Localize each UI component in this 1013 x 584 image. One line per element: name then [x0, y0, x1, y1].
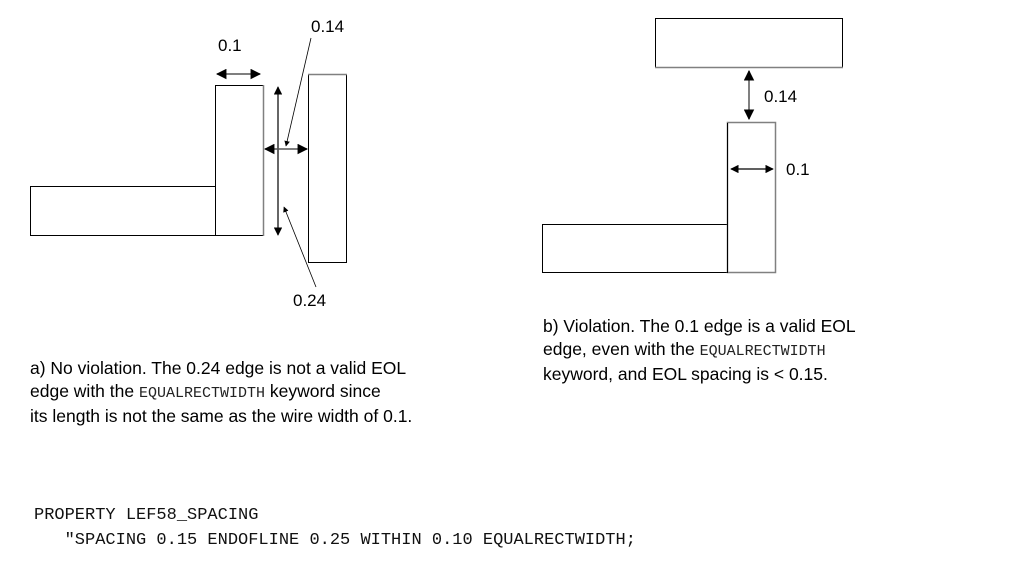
label-wire-width-a: 0.1	[218, 36, 242, 55]
vertical-wire-b	[726, 121, 777, 274]
caption-a-line-1: a) No violation. The 0.24 edge is not a …	[30, 358, 407, 378]
code-line-2: "SPACING 0.15 ENDOFLINE 0.25 WITHIN 0.10…	[34, 531, 636, 550]
keyword-equalrectwidth-b: EQUALRECTWIDTH	[699, 343, 826, 360]
label-eol-spacing-a: 0.14	[311, 17, 344, 36]
vertical-wire-a	[215, 85, 264, 236]
lef-property-code: PROPERTY LEF58_SPACING "SPACING 0.15 END…	[34, 503, 636, 553]
diagram-b: 0.14 0.1	[542, 18, 843, 274]
caption-a-line-3: its length is not the same as the wire w…	[30, 406, 413, 426]
horizontal-wire-a	[30, 186, 216, 236]
code-line-1: PROPERTY LEF58_SPACING	[34, 506, 259, 525]
caption-b-line-2-pre: edge, even with the	[543, 339, 700, 359]
label-wire-width-b: 0.1	[786, 160, 810, 179]
caption-a-line-2-pre: edge with the	[30, 381, 139, 401]
neighbor-wire-a	[308, 74, 347, 263]
caption-b: b) Violation. The 0.1 edge is a valid EO…	[543, 315, 856, 386]
keyword-equalrectwidth-a: EQUALRECTWIDTH	[138, 385, 265, 402]
caption-b-line-3: keyword, and EOL spacing is < 0.15.	[543, 364, 828, 384]
caption-b-line-1: b) Violation. The 0.1 edge is a valid EO…	[543, 316, 856, 336]
horizontal-wire-b	[542, 224, 728, 273]
caption-b-line-2: edge, even with the EQUALRECTWIDTH	[543, 338, 856, 363]
leader-line-024-a	[283, 206, 317, 288]
leader-line-014-a	[284, 37, 312, 147]
top-wire-b	[655, 18, 843, 68]
caption-a-line-2-post: keyword since	[265, 381, 381, 401]
diagram-a: 0.1 0.14 0.24	[30, 17, 347, 310]
caption-a-line-2: edge with the EQUALRECTWIDTH keyword sin…	[30, 380, 412, 405]
label-edge-length-a: 0.24	[293, 291, 326, 310]
caption-a: a) No violation. The 0.24 edge is not a …	[30, 357, 412, 428]
label-eol-spacing-b: 0.14	[764, 87, 797, 106]
